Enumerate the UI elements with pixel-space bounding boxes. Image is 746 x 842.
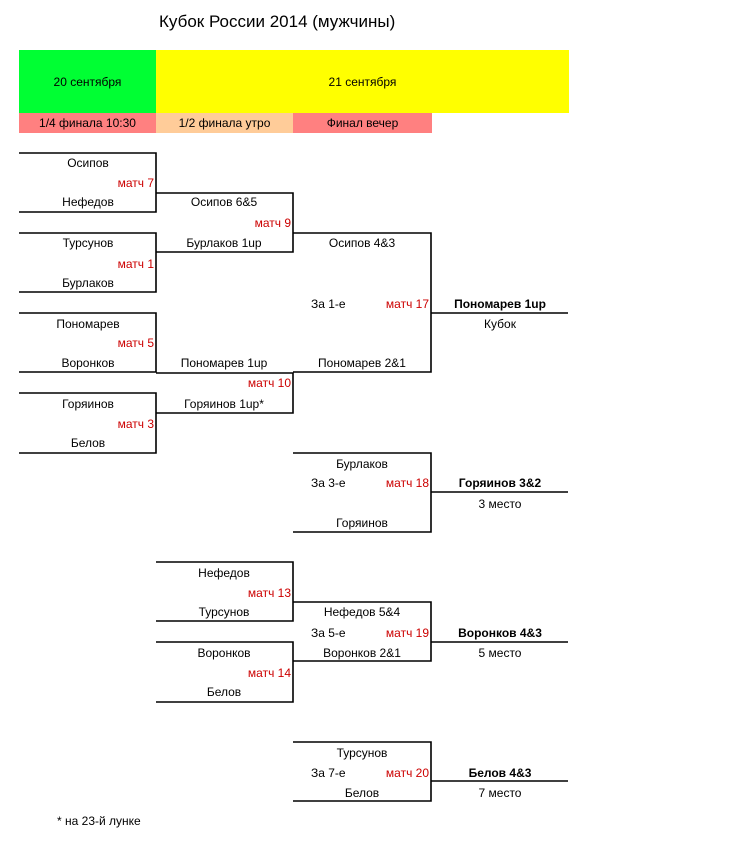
final-result: Кубок [484, 317, 516, 331]
sf2-top: Пономарев 1up [180, 356, 268, 370]
seventh-winner: Белов 4&3 [468, 766, 532, 780]
fifth-top: Нефедов 5&4 [323, 605, 401, 619]
qf4-match: матч 3 [117, 417, 154, 431]
sf1-bottom: Бурлаков 1up [186, 236, 262, 250]
third-result: 3 место [478, 497, 522, 511]
qf1-top: Осипов [67, 156, 109, 170]
round-semifinal: 1/2 финала утро [156, 113, 293, 133]
sf1-top: Осипов 6&5 [190, 195, 258, 209]
final-winner: Пономарев 1up [454, 297, 546, 311]
footnote: * на 23-й лунке [57, 814, 141, 828]
third-bottom: Горяинов [336, 516, 388, 530]
qf1-bottom: Нефедов [62, 195, 114, 209]
sf1-match: матч 9 [254, 216, 291, 230]
seventh-bottom: Белов [344, 786, 380, 800]
round-quarterfinal: 1/4 финала 10:30 [19, 113, 156, 133]
qf2-top: Турсунов [62, 236, 114, 250]
cons2-top: Воронков [197, 646, 251, 660]
qf1-match: матч 7 [117, 176, 154, 190]
qf3-match: матч 5 [117, 336, 154, 350]
sf2-bottom: Горяинов 1up* [184, 397, 264, 411]
third-top: Бурлаков [336, 457, 388, 471]
qf2-match: матч 1 [117, 257, 154, 271]
third-place: За 3-е [311, 476, 346, 490]
cons2-match: матч 14 [247, 666, 291, 680]
final-place: За 1-е [311, 297, 346, 311]
qf2-bottom: Бурлаков [62, 276, 114, 290]
sf2-match: матч 10 [247, 376, 291, 390]
fifth-winner: Воронков 4&3 [458, 626, 542, 640]
cons1-top: Нефедов [198, 566, 250, 580]
final-match: матч 17 [385, 297, 429, 311]
qf4-top: Горяинов [62, 397, 114, 411]
qf3-top: Пономарев [56, 317, 120, 331]
qf4-bottom: Белов [70, 436, 106, 450]
final-bottom: Пономарев 2&1 [318, 356, 406, 370]
third-winner: Горяинов 3&2 [458, 476, 542, 490]
seventh-result: 7 место [478, 786, 522, 800]
fifth-place: За 5-е [311, 626, 346, 640]
seventh-match: матч 20 [385, 766, 429, 780]
page-title: Кубок России 2014 (мужчины) [159, 12, 396, 31]
qf3-bottom: Воронков [61, 356, 115, 370]
fifth-result: 5 место [478, 646, 522, 660]
date-day1: 20 сентября [19, 50, 156, 113]
third-match: матч 18 [385, 476, 429, 490]
date-day2: 21 сентября [156, 50, 569, 113]
cons2-bottom: Белов [206, 685, 242, 699]
cons1-bottom: Турсунов [198, 605, 250, 619]
round-final: Финал вечер [293, 113, 432, 133]
fifth-bottom: Воронков 2&1 [323, 646, 401, 660]
seventh-top: Турсунов [336, 746, 388, 760]
cons1-match: матч 13 [247, 586, 291, 600]
final-top: Осипов 4&3 [328, 236, 396, 250]
seventh-place: За 7-е [311, 766, 346, 780]
fifth-match: матч 19 [385, 626, 429, 640]
